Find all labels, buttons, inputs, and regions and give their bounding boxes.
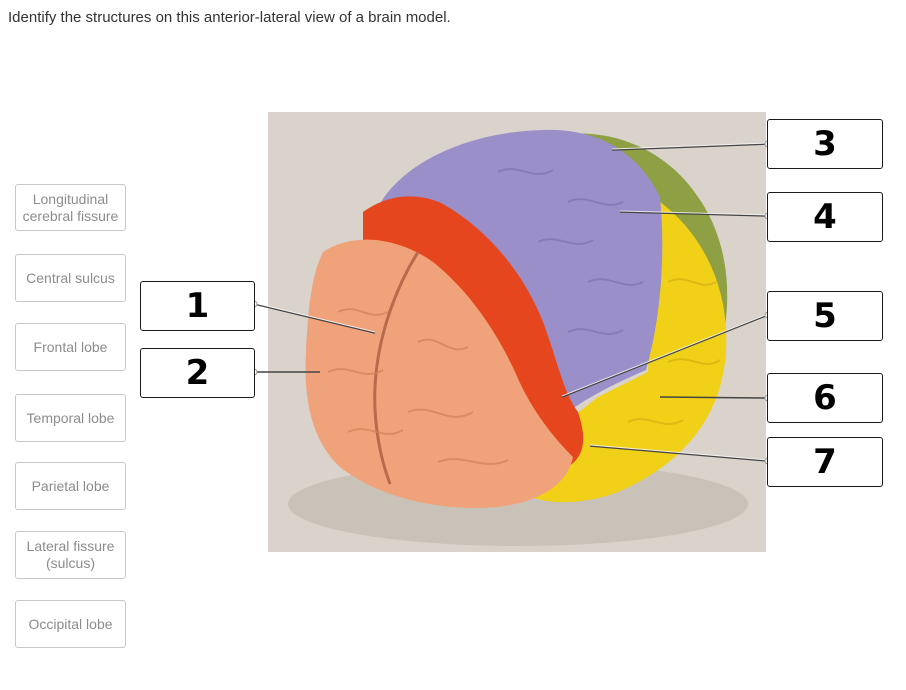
answer-chip-parietal-lobe[interactable]: Parietal lobe bbox=[15, 462, 126, 510]
answer-chip-longitudinal-fissure[interactable]: Longitudinal cerebral fissure bbox=[15, 184, 126, 231]
answer-chip-central-sulcus[interactable]: Central sulcus bbox=[15, 254, 126, 302]
answer-chip-occipital-lobe[interactable]: Occipital lobe bbox=[15, 600, 126, 648]
answer-chip-lateral-fissure[interactable]: Lateral fissure (sulcus) bbox=[15, 531, 126, 579]
brain-model-illustration bbox=[268, 112, 766, 552]
answer-chip-frontal-lobe[interactable]: Frontal lobe bbox=[15, 323, 126, 371]
question-prompt: Identify the structures on this anterior… bbox=[8, 9, 451, 26]
gyri-frontal bbox=[327, 308, 509, 465]
answer-chip-temporal-lobe[interactable]: Temporal lobe bbox=[15, 394, 126, 442]
drop-target-6[interactable]: 6 bbox=[767, 373, 883, 423]
drop-target-3[interactable]: 3 bbox=[767, 119, 883, 169]
drop-target-5[interactable]: 5 bbox=[767, 291, 883, 341]
brain-model-photo bbox=[268, 112, 766, 552]
drop-target-2[interactable]: 2 bbox=[140, 348, 255, 398]
drop-target-1[interactable]: 1 bbox=[140, 281, 255, 331]
drop-target-7[interactable]: 7 bbox=[767, 437, 883, 487]
drop-target-4[interactable]: 4 bbox=[767, 192, 883, 242]
